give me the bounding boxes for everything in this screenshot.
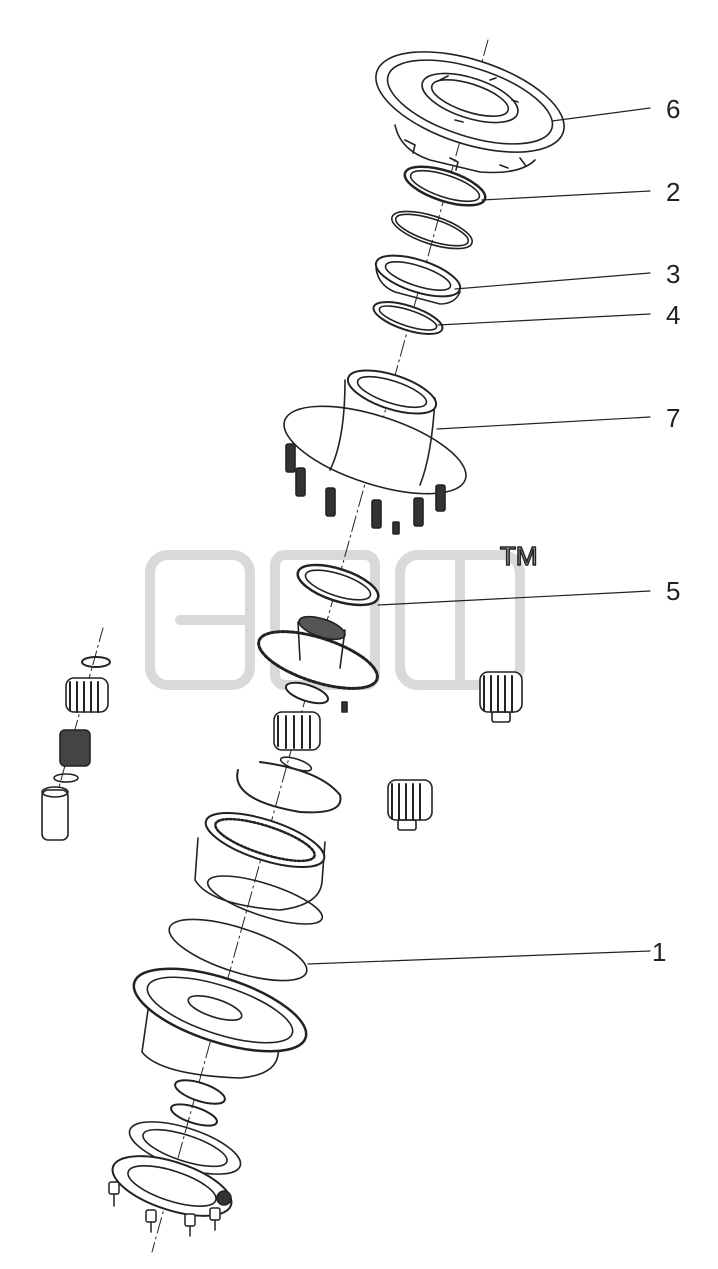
planet-carrier: [132, 967, 308, 1079]
planet-gear-stack: [41, 656, 111, 841]
thrust-washer: [170, 1079, 226, 1127]
thin-ring: [391, 210, 473, 250]
callout-1: 1: [652, 937, 666, 967]
bearing-outer: [374, 254, 462, 305]
callout-7: 7: [666, 403, 680, 433]
snap-ring: [236, 761, 342, 814]
leader-lines: [307, 107, 651, 965]
o-ring: [168, 918, 308, 982]
brake-disc: [375, 51, 565, 174]
ring-gear: [194, 812, 326, 925]
watermark-trademark: TM: [500, 541, 538, 571]
callout-5: 5: [666, 576, 680, 606]
callout-4: 4: [666, 300, 680, 330]
callout-6: 6: [666, 94, 680, 124]
watermark-logo: [145, 550, 525, 690]
bearing-race: [372, 301, 444, 335]
planet-gear-right-lower: [387, 779, 433, 831]
wheel-hub: [283, 369, 467, 535]
gear-flange: [257, 615, 379, 690]
callout-2: 2: [666, 177, 680, 207]
cover-bolts: [108, 1181, 221, 1237]
seal-ring: [403, 165, 487, 207]
hub-bearing: [296, 563, 380, 607]
sun-gear: [273, 681, 348, 772]
callout-3: 3: [666, 259, 680, 289]
end-cover: [111, 1155, 233, 1217]
planet-gear-right-upper: [479, 671, 523, 723]
